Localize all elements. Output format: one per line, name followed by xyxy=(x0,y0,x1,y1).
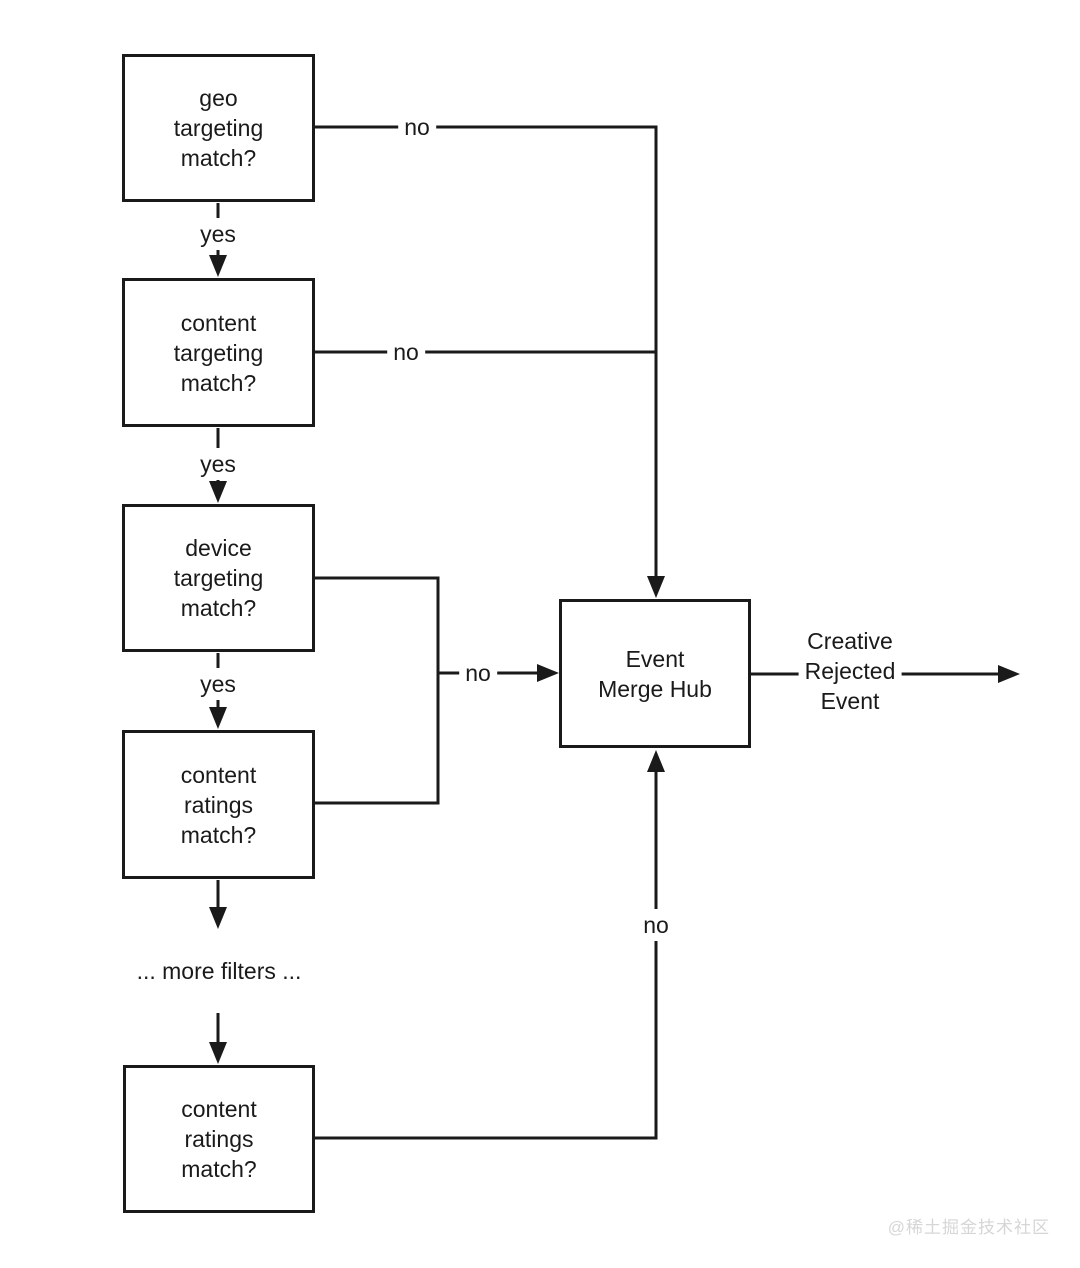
arrowhead-yes-3 xyxy=(209,707,227,729)
arrowhead-output xyxy=(998,665,1020,683)
node-geo-targeting-label: geo targeting match? xyxy=(173,85,264,171)
arrowhead-into-hub-top xyxy=(647,576,665,598)
arrowhead-into-hub-left xyxy=(537,664,559,682)
arrowhead-into-hub-bottom xyxy=(647,750,665,772)
edge-label-yes-1: yes xyxy=(194,218,242,250)
node-content-ratings-match-last: content ratings match? xyxy=(123,1065,315,1213)
arrowhead-yes-1 xyxy=(209,255,227,277)
arrowhead-into-last-box xyxy=(209,1042,227,1064)
node-content-targeting-label: content targeting match? xyxy=(173,309,264,396)
edge-last-no-line xyxy=(315,770,658,1140)
edge-label-yes-2: yes xyxy=(194,448,242,480)
node-content-ratings-label: content ratings match? xyxy=(180,761,257,848)
edge-label-yes-3: yes xyxy=(194,668,242,700)
node-geo-targeting-match: geo targeting match? xyxy=(122,54,315,202)
watermark-text: @稀土掘金技术社区 xyxy=(887,1218,1050,1237)
edge-label-no-device-ratings: no xyxy=(459,657,497,689)
node-content-ratings-last-label: content ratings match? xyxy=(181,1096,257,1182)
node-event-merge-hub-label: Event Merge Hub xyxy=(598,645,712,702)
node-event-merge-hub: Event Merge Hub xyxy=(559,599,751,748)
arrowhead-to-more-filters xyxy=(209,907,227,929)
node-device-targeting-match: device targeting match? xyxy=(122,504,315,652)
edge-label-no-geo: no xyxy=(398,111,436,143)
more-filters-ellipsis: ... more filters ... xyxy=(136,956,302,986)
arrowhead-yes-2 xyxy=(209,481,227,503)
edge-device-ratings-bracket xyxy=(315,576,440,805)
edge-label-no-last: no xyxy=(637,909,675,941)
node-content-ratings-match: content ratings match? xyxy=(122,730,315,879)
node-content-targeting-match: content targeting match? xyxy=(122,278,315,427)
edge-label-no-content: no xyxy=(387,336,425,368)
output-creative-rejected-event-label: Creative Rejected Event xyxy=(798,625,902,717)
node-device-targeting-label: device targeting match? xyxy=(173,535,264,621)
